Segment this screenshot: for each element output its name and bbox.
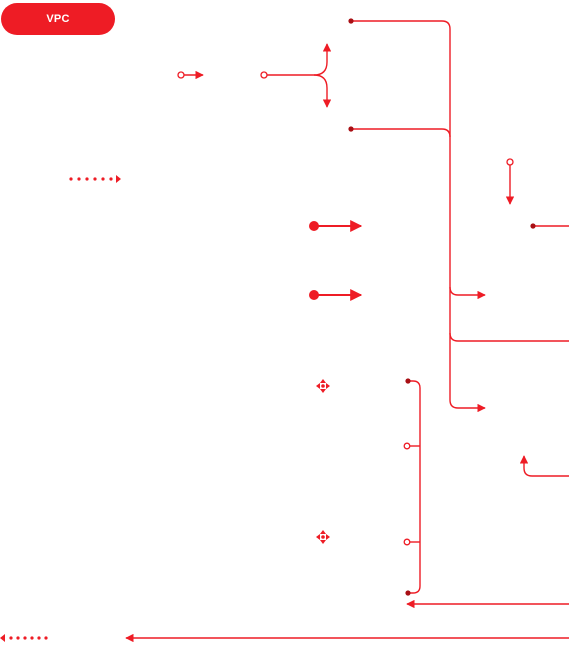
right-bracket-connector — [403, 378, 421, 596]
down-connector-arrow — [505, 158, 515, 205]
solid-node-arrow-2 — [309, 289, 363, 301]
up-return-arrow — [519, 455, 569, 477]
main-trunk-connector — [348, 18, 569, 413]
input-connector-arrow — [177, 70, 204, 80]
right-edge-connector — [530, 223, 569, 229]
solid-node-arrow-1 — [309, 220, 363, 232]
four-way-arrow-icon[interactable] — [316, 530, 330, 544]
vpc-badge[interactable]: VPC — [1, 3, 115, 35]
dotted-left-arrow — [0, 634, 48, 642]
dotted-flow-arrow — [69, 175, 121, 183]
fork-connector — [260, 43, 332, 108]
four-way-arrow-icon[interactable] — [316, 379, 330, 393]
